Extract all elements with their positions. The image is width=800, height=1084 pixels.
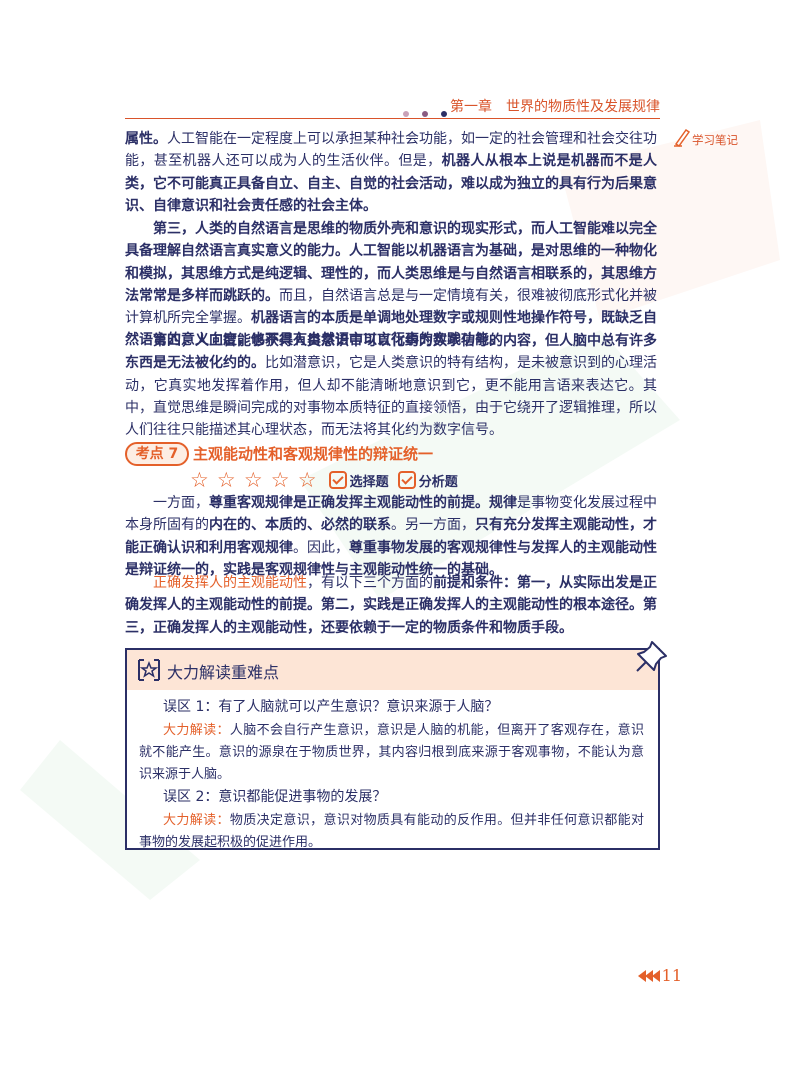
- paragraph-5: 正确发挥人的主观能动性，有以下三个方面的前提和条件：第一，从实际出发是正确发挥人…: [125, 572, 657, 639]
- star-icon: ☆: [190, 468, 209, 492]
- star-icon: ☆: [297, 468, 317, 492]
- page-arrows-icon: [638, 970, 660, 982]
- paragraph-1: 属性。人工智能在一定程度上可以承担某种社会功能，如一定的社会管理和社会交往功能，…: [125, 128, 657, 217]
- para4-s4: 内在的、本质的、必然的联系: [209, 517, 391, 534]
- tag-analysis: 分析题: [418, 474, 458, 490]
- answer-1-label: 大力解读：: [163, 723, 230, 738]
- key-points-title: 大力解读重难点: [167, 663, 280, 682]
- pin-icon: [636, 641, 667, 672]
- exam-point-title: 主观能动性和客观规律性的辩证统一: [193, 445, 434, 463]
- page-number: 11: [661, 966, 682, 985]
- misconception-2: 误区 2：意识都能促进事物的发展？: [163, 789, 387, 805]
- misconception-1: 误区 1：有了人脑就可以产生意识？意识来源于人脑？: [163, 699, 499, 715]
- para4-s7: 。因此，: [293, 539, 349, 556]
- para2-s1: 第三，人类的自然语言是思维的物质外壳和意识的现实形式，而人工智能难以完全具备理解…: [125, 221, 657, 304]
- para1-s3: 机器人从根本上说是机器而不是人类，它不可能真正具备自立、自主、自觉的社会活动，难…: [125, 153, 658, 214]
- checkbox-icon: [328, 471, 347, 489]
- chapter-title: 第一章 世界的物质性及发展规律: [450, 99, 660, 115]
- key-points-box: 大力解读重难点 误区 1：有了人脑就可以产生意识？意识来源于人脑？ 大力解读：人…: [125, 641, 667, 850]
- star-bracket-icon: [138, 659, 160, 681]
- answer-1-text: 人脑不会自行产生意识，意识是人脑的机能，但离开了客观存在，意识就不能产生。意识的…: [139, 723, 644, 782]
- para2-s3: 机器语言的本质是单调地处理数字或规则性地操作符号，既缺乏自然语言的意义向度，也不…: [125, 310, 657, 349]
- exam-point-badge: 考点 7: [125, 442, 189, 466]
- answer-2-label: 大力解读：: [163, 813, 230, 828]
- answer-2: 大力解读：物质决定意识，意识对物质具有能动的反作用。但并非任何意识都能对事物的发…: [139, 810, 644, 854]
- study-notes-text: 学习笔记: [692, 133, 738, 147]
- header-rule: [125, 118, 660, 119]
- para1-s2: 人工智能在一定程度上可以承担某种社会功能，如一定的社会管理和社会交往功能，甚至机…: [125, 131, 657, 170]
- star-icon: ☆: [216, 468, 236, 492]
- paragraph-3: 第四，人工智能够获得人类意识中可以化约为数字信号的内容，但人脑中总有许多东西是无…: [125, 330, 657, 441]
- tag-choice: 选择题: [349, 474, 389, 490]
- pen-icon: [674, 128, 691, 148]
- checkbox-icon: [397, 471, 416, 489]
- page-header: 第一章 世界的物质性及发展规律: [125, 96, 660, 121]
- key-points-header: 大力解读重难点: [127, 650, 658, 690]
- answer-1: 大力解读：人脑不会自行产生意识，意识是人脑的机能，但离开了客观存在，意识就不能产…: [139, 720, 644, 786]
- dot-1: [402, 111, 409, 117]
- para4-s6: 只有充分发挥主观能动性，才能正确认识和利用客观规律: [125, 517, 657, 556]
- para1-s1: 属性。: [125, 131, 167, 147]
- para5-s2: ，有以下三个方面的: [307, 575, 433, 591]
- star-icon: ☆: [243, 468, 263, 492]
- star-icon: ☆: [270, 468, 290, 492]
- para5-s3: 前提和条件：第一，从实际出发是正确发挥人的主观能动性的前提。第二，实践是正确发挥…: [125, 575, 657, 636]
- difficulty-rating: ☆ ☆ ☆ ☆ ☆ 选择题 分析题: [190, 468, 458, 492]
- study-notes-label: 学习笔记: [672, 126, 762, 150]
- para4-s8: 尊重事物发展的客观规律性与发挥人的主观能动性是辩证统一的，实践是客观规律性与主观…: [125, 539, 657, 578]
- para5-s1: 正确发挥人的主观能动性: [153, 575, 307, 591]
- para4-s5: 。另一方面，: [391, 517, 475, 534]
- header-dots: [402, 102, 455, 121]
- para4-s1: 一方面，: [153, 495, 209, 511]
- dot-3: [441, 111, 447, 117]
- para3-s2: 比如潜意识，它是人类意识的特有结构，是未被意识到的心理活动，它真实地发挥着作用，…: [125, 355, 657, 439]
- para4-s3: 是事物变化发展过程中本身所固有的: [125, 495, 657, 534]
- para2-s2: 而且，自然语言总是与一定情境有关，很难被彻底形式化并被计算机所完全掌握。: [125, 287, 657, 327]
- para4-s2: 尊重客观规律是正确发挥主观能动性的前提。规律: [209, 495, 517, 511]
- paragraph-4: 一方面，尊重客观规律是正确发挥主观能动性的前提。规律是事物变化发展过程中本身所固…: [125, 492, 657, 581]
- paragraph-2: 第三，人类的自然语言是思维的物质外壳和意识的现实形式，而人工智能难以完全具备理解…: [125, 218, 657, 352]
- dot-2: [421, 111, 428, 117]
- answer-2-text: 物质决定意识，意识对物质具有能动的反作用。但并非任何意识都能对事物的发展起积极的…: [139, 813, 644, 850]
- para3-s1: 第四，人工智能够获得人类意识中可以化约为数字信号的内容，但人脑中总有许多东西是无…: [125, 333, 657, 372]
